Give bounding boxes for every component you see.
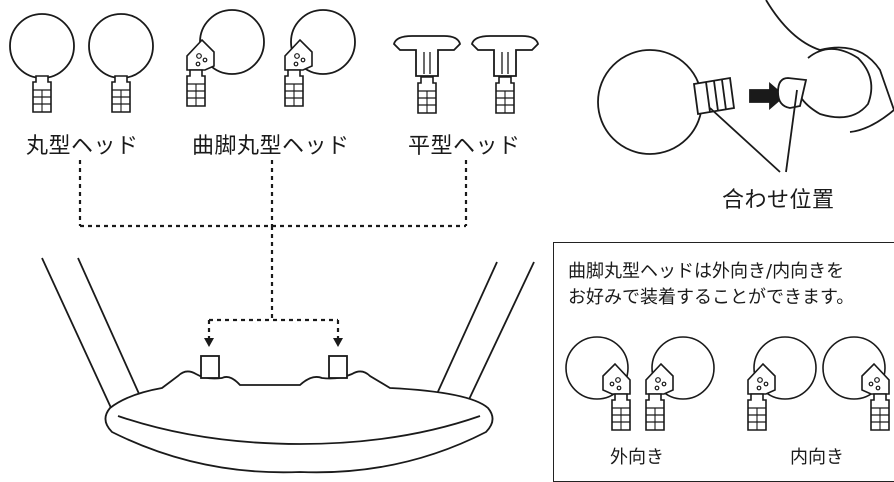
align-position-label: 合わせ位置 <box>722 188 835 213</box>
inward-label: 内向き <box>790 447 844 468</box>
arrow-right-icon <box>333 338 343 347</box>
note-line-1: 曲脚丸型ヘッドは外向き/内向きを <box>568 261 845 282</box>
alignment-illustration <box>597 0 894 173</box>
round-head-2 <box>88 13 154 113</box>
bent-round-head-2 <box>284 9 356 107</box>
bent-round-head-1 <box>186 9 265 107</box>
arrow-left-icon <box>204 338 214 347</box>
outward-label: 外向き <box>610 447 664 468</box>
note-box: 曲脚丸型ヘッドは外向き/内向きを お好みで装着することができます。 外向き 内向… <box>553 242 894 482</box>
round-head-label: 丸型ヘッド <box>26 134 139 159</box>
flat-head-2 <box>471 35 539 114</box>
outward-illustration <box>565 336 715 431</box>
bent-round-head-label: 曲脚丸型ヘッド <box>192 134 350 159</box>
note-line-2: お好みで装着することができます。 <box>568 287 855 308</box>
inward-illustration <box>747 336 890 431</box>
flat-head-label: 平型ヘッド <box>408 134 521 159</box>
round-head-1 <box>9 13 75 113</box>
flat-head-1 <box>393 35 461 114</box>
stand-base <box>41 257 535 474</box>
connector-lines <box>78 160 468 340</box>
